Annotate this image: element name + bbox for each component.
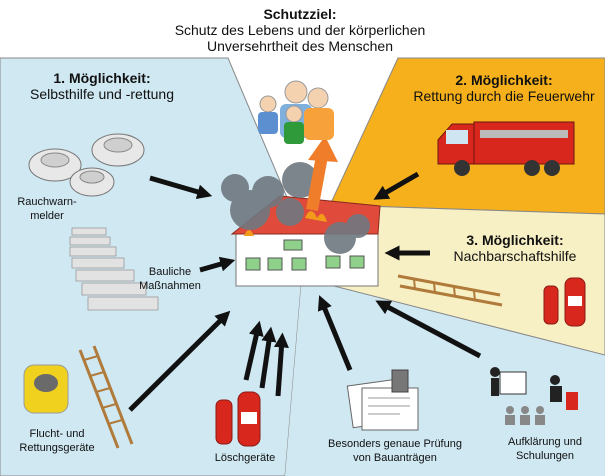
option1-heading: 1. Möglichkeit: — [53, 70, 151, 86]
option3-heading: 3. Möglichkeit: — [466, 232, 564, 248]
option1-text: 1. Möglichkeit: Selbsthilfe und -rettung — [2, 70, 202, 102]
structural-label-2: Maßnahmen — [139, 279, 201, 292]
escape-arrow-icon — [306, 136, 338, 212]
option3-text: 3. Möglichkeit: Nachbarschaftshilfe — [430, 232, 600, 264]
goal-heading: Schutzziel: — [263, 6, 337, 22]
building-review-label: Besonders genaue Prüfung von Bauanträgen — [310, 438, 480, 466]
neighbor-ladder-icon — [397, 274, 503, 307]
goal-line1: Schutz des Lebens und der körperlichen — [174, 22, 426, 39]
smoke-detector-label-2: melder — [30, 209, 64, 222]
escape-devices-label-1: Flucht- und — [29, 428, 85, 440]
arrow-extinguishers-2 — [259, 326, 277, 389]
arrow-education — [375, 300, 482, 359]
education-label-1: Aufklärung und — [508, 436, 582, 448]
arrows — [128, 171, 482, 412]
fire-truck-icon — [437, 121, 575, 176]
escape-devices-label: Flucht- und Rettungsgeräte — [2, 428, 112, 456]
building-review-label-2: von Bauanträgen — [353, 451, 437, 464]
goal-line2: Unversehrtheit des Menschen — [207, 38, 393, 55]
flames-icon — [244, 211, 327, 236]
extinguishers-label: Löschgeräte — [200, 452, 290, 466]
option2-heading: 2. Möglichkeit: — [455, 72, 553, 88]
family-icon — [258, 80, 334, 144]
arrow-extinguishers-3 — [273, 332, 289, 397]
building-review-label-1: Besonders genaue Prüfung — [328, 438, 462, 450]
smoke-detector-label-1: Rauchwarn- — [17, 196, 77, 208]
stairs-icon — [69, 227, 159, 311]
education-icon — [490, 367, 578, 425]
arrow-fire-brigade — [373, 171, 420, 200]
documents-icon — [346, 369, 419, 431]
fire-extinguisher-icon — [215, 391, 261, 447]
structural-label: Bauliche Maßnahmen — [130, 266, 210, 294]
arrow-smoke-detector — [149, 175, 213, 200]
extinguishers-label-text: Löschgeräte — [214, 452, 276, 464]
option1-label: Selbsthilfe und -rettung — [30, 86, 174, 103]
education-label: Aufklärung und Schulungen — [490, 436, 600, 464]
option2-label: Rettung durch die Feuerwehr — [413, 88, 595, 105]
arrow-building-review — [317, 295, 353, 371]
goal-text: Schutzziel: Schutz des Lebens und der kö… — [150, 6, 450, 54]
arrow-extinguishers-1 — [243, 320, 264, 381]
smoke-detector-icon — [28, 133, 145, 197]
escape-mask-icon — [23, 364, 69, 414]
arrow-structural — [199, 256, 236, 273]
smoke-icon — [221, 162, 370, 254]
smoke-detector-label: Rauchwarn- melder — [2, 196, 92, 224]
education-label-2: Schulungen — [515, 449, 575, 462]
ladder-icon — [78, 345, 134, 449]
structural-label-1: Bauliche — [148, 266, 192, 278]
neighbor-extinguisher-icon — [543, 277, 586, 327]
escape-devices-label-2: Rettungsgeräte — [19, 441, 95, 454]
option3-label: Nachbarschaftshilfe — [453, 248, 577, 265]
option2-text: 2. Möglichkeit: Rettung durch die Feuerw… — [405, 72, 603, 104]
arrow-escape-devices — [128, 310, 231, 412]
